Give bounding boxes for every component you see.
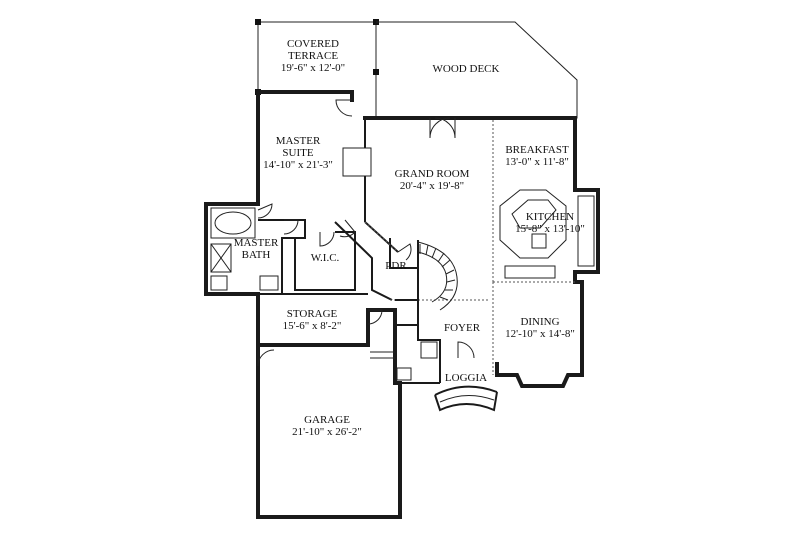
exterior-walls <box>204 90 600 519</box>
dining-size: 12'-10" x 14'-8" <box>505 328 575 340</box>
fireplace <box>342 147 372 177</box>
garage-label: GARAGE <box>304 414 350 426</box>
master-bath-label-2: BATH <box>242 249 271 261</box>
pdr-label: PDR <box>385 260 407 272</box>
kitchen-label: KITCHEN <box>526 211 574 223</box>
kitchen-size: 15'-8" x 13'-10" <box>515 223 585 235</box>
grand-room-label: GRAND ROOM <box>395 168 470 180</box>
doors <box>257 99 475 367</box>
grand-room-size: 20'-4" x 19'-8" <box>400 180 464 192</box>
garage-size: 21'-10" x 26'-2" <box>292 426 362 438</box>
master-bath-fixtures <box>210 207 279 291</box>
storage-size: 15'-6" x 8'-2" <box>283 320 342 332</box>
foyer-label: FOYER <box>444 322 481 334</box>
master-suite-label-1: MASTER <box>276 135 321 147</box>
breakfast-size: 13'-0" x 11'-8" <box>505 156 569 168</box>
spiral-staircase <box>417 241 458 311</box>
room-labels: COVERED TERRACE 19'-6" x 12'-0" WOOD DEC… <box>234 38 585 438</box>
loggia-entry <box>434 385 498 412</box>
dining-label: DINING <box>520 316 559 328</box>
covered-terrace-label-1: COVERED <box>287 38 339 50</box>
kitchen-counters <box>499 189 595 279</box>
wood-deck-label: WOOD DECK <box>433 63 500 75</box>
covered-terrace-label-2: TERRACE <box>288 50 338 62</box>
breakfast-label: BREAKFAST <box>505 144 569 156</box>
master-suite-label-2: SUITE <box>282 147 313 159</box>
master-bath-label-1: MASTER <box>234 237 279 249</box>
master-suite-size: 14'-10" x 21'-3" <box>263 159 333 171</box>
mudroom-closets <box>370 341 438 381</box>
wic-label: W.I.C. <box>311 252 340 264</box>
covered-terrace-size: 19'-6" x 12'-0" <box>281 62 345 74</box>
loggia-label: LOGGIA <box>445 372 487 384</box>
storage-label: STORAGE <box>287 308 338 320</box>
